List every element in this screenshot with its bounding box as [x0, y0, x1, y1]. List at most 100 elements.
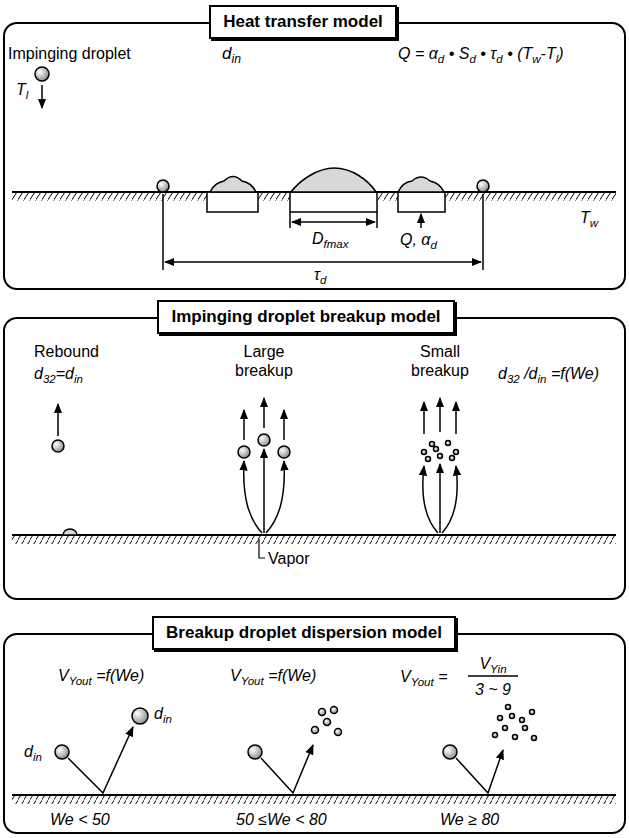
- subscript: d: [430, 239, 436, 251]
- heat-transfer-illustration: [207, 192, 258, 212]
- subscript: Yout: [241, 675, 264, 687]
- dispersion-illustration: [530, 710, 535, 715]
- text-run: T: [580, 209, 590, 226]
- annotation-label: Small breakup: [402, 342, 478, 380]
- breakup-illustration: [283, 410, 285, 440]
- text-run: =: [434, 668, 448, 685]
- text-run: =d: [56, 365, 74, 382]
- dispersion-illustration: [261, 745, 313, 793]
- heat-transfer-illustration: [292, 221, 375, 223]
- heat-transfer-illustration: [41, 85, 43, 108]
- text-run: Q, α: [400, 231, 430, 248]
- heat-transfer-illustration: [289, 212, 291, 228]
- text-run: 3 ~ 9: [475, 681, 511, 698]
- subscript: Yin: [490, 663, 506, 675]
- text-run: T: [16, 81, 26, 98]
- annotation-label: din: [222, 44, 241, 63]
- annotation-label: d32 /din =f(We): [498, 364, 599, 383]
- breakup-illustration: [259, 539, 265, 558]
- text-run: =f(We): [546, 365, 599, 382]
- annotation-label: din: [154, 704, 172, 723]
- annotation-label: Impinging droplet: [8, 44, 131, 63]
- annotation-label: Rebound: [34, 342, 99, 361]
- text-run: • τ: [476, 45, 496, 62]
- dispersion-illustration: [68, 727, 133, 793]
- dispersion-illustration: [312, 727, 319, 734]
- breakup-illustration: [52, 440, 64, 452]
- heat-transfer-illustration: [482, 194, 484, 270]
- breakup-illustration: [438, 454, 443, 459]
- annotation-label: VYout =: [400, 667, 448, 686]
- text-run: We < 50: [50, 811, 110, 828]
- dispersion-illustration: [12, 794, 616, 796]
- dispersion-illustration: [319, 709, 326, 716]
- annotation-label: We < 50: [50, 810, 110, 829]
- subscript: l: [556, 53, 559, 65]
- annotation-label: Tl: [16, 80, 28, 99]
- dispersion-illustration: [503, 726, 508, 731]
- annotation-label: VYout =f(We): [58, 666, 144, 685]
- text-run: Small breakup: [411, 343, 469, 379]
- annotation-label: Dfmax: [312, 229, 349, 248]
- heat-transfer-illustration: [398, 177, 444, 192]
- breakup-illustration: [454, 450, 459, 455]
- breakup-illustration: [426, 457, 431, 462]
- heat-transfer-illustration: [210, 177, 256, 193]
- subscript: d: [496, 53, 502, 65]
- subscript: in: [33, 751, 42, 763]
- breakup-illustration: [450, 456, 455, 461]
- breakup-illustration: [434, 447, 439, 452]
- breakup-illustration: [446, 441, 451, 446]
- text-run: Large breakup: [235, 343, 293, 379]
- text-run: d: [24, 743, 33, 760]
- annotation-label: 3 ~ 9: [466, 680, 520, 699]
- breakup-illustration: [278, 446, 290, 458]
- text-run: d: [222, 44, 231, 63]
- breakup-illustration: [439, 464, 441, 533]
- breakup-illustration: [263, 398, 265, 428]
- dispersion-illustration: [335, 729, 342, 736]
- breakup-illustration: [439, 398, 441, 432]
- text-run: /d: [520, 365, 538, 382]
- dispersion-illustration: [248, 745, 262, 759]
- subscript: d: [438, 53, 444, 65]
- breakup-illustration: [238, 446, 250, 458]
- subscript: w: [532, 53, 540, 65]
- annotation-label: d32=din: [34, 364, 83, 383]
- breakup-illustration: [12, 535, 616, 544]
- subscript: in: [538, 373, 547, 385]
- annotation-label: Q = αd • Sd • τd • (Tw-Tl): [398, 44, 564, 63]
- text-run: τ: [314, 266, 320, 283]
- text-run: d: [34, 365, 43, 382]
- text-run: V: [400, 668, 411, 685]
- breakup-illustration: [422, 450, 427, 455]
- annotation-label: 50 ≤We < 80: [236, 810, 327, 829]
- breakup-illustration: [12, 534, 616, 536]
- breakup-illustration: [266, 461, 284, 533]
- breakup-illustration: [423, 402, 425, 434]
- text-run: V: [58, 667, 69, 684]
- heat-transfer-illustration: [291, 168, 376, 192]
- text-run: • (T: [503, 45, 533, 62]
- dispersion-illustration: [513, 735, 518, 740]
- heat-transfer-illustration: [162, 194, 164, 270]
- annotation-label: We ≥ 80: [440, 810, 499, 829]
- subscript: 32: [507, 373, 520, 385]
- panel-title: Breakup droplet dispersion model: [152, 616, 456, 650]
- dispersion-illustration: [498, 716, 503, 721]
- dispersion-illustration: [510, 714, 515, 719]
- annotation-label: VYout =f(We): [230, 666, 316, 685]
- annotation-label: Tw: [580, 208, 598, 227]
- text-run: D: [312, 230, 324, 247]
- text-run: d: [498, 365, 507, 382]
- subscript: Yout: [69, 675, 92, 687]
- heat-transfer-illustration: [157, 180, 169, 192]
- breakup-illustration: [243, 410, 245, 440]
- subscript: in: [231, 52, 241, 66]
- text-run: ): [558, 45, 563, 62]
- breakup-illustration: [258, 434, 270, 446]
- annotation-label: VYin: [466, 654, 520, 673]
- fraction-bar: [468, 675, 518, 677]
- subscript: l: [26, 89, 29, 101]
